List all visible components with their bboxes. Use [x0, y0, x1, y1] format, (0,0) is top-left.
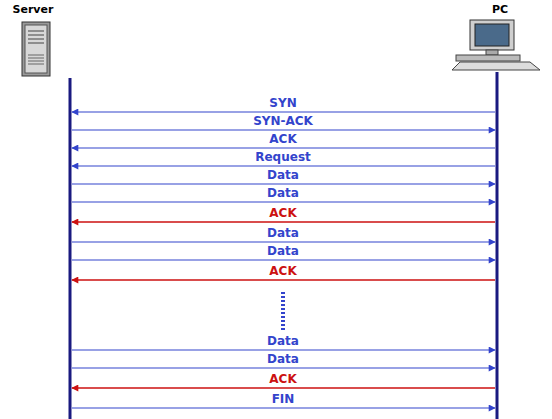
server-icon	[22, 22, 50, 76]
message-arrow	[72, 407, 495, 408]
message-arrow	[72, 241, 495, 242]
server-bay	[28, 35, 44, 36]
ack-label: ACK	[267, 207, 298, 220]
ellipsis-dots	[281, 292, 285, 332]
server-bay	[28, 39, 44, 40]
pc-base	[456, 55, 520, 61]
server-vent	[28, 55, 44, 56]
server-case	[22, 22, 50, 76]
ack-arrow	[72, 387, 495, 388]
message-label: FIN	[270, 393, 297, 406]
host-name: Server	[11, 3, 56, 16]
message-arrow	[72, 111, 495, 112]
message-arrow	[72, 183, 495, 184]
message-label: Request	[253, 151, 313, 164]
message-arrow	[72, 259, 495, 260]
message-label: Data	[265, 187, 301, 200]
pc-lifeline	[496, 72, 499, 419]
ack-label: ACK	[267, 265, 298, 278]
ack-arrow	[72, 279, 495, 280]
host-name: PC	[490, 3, 510, 16]
pc-stand	[486, 50, 498, 55]
server-vent	[28, 61, 44, 62]
message-label: Data	[265, 227, 301, 240]
message-arrow	[72, 349, 495, 350]
server-front	[25, 25, 47, 73]
message-label: Data	[265, 335, 301, 348]
pc-screen	[475, 24, 509, 46]
ack-label: ACK	[267, 373, 298, 386]
message-arrow	[72, 129, 495, 130]
message-arrow	[72, 367, 495, 368]
pc-icon	[452, 20, 540, 70]
message-label: ACK	[267, 133, 298, 146]
pc-keyboard	[452, 62, 540, 70]
pc-monitor	[470, 20, 514, 50]
message-label: SYN-ACK	[251, 115, 315, 128]
server-lifeline	[69, 78, 72, 419]
ack-arrow	[72, 221, 495, 222]
server-vent	[28, 64, 44, 65]
message-label: Data	[265, 353, 301, 366]
server-vent	[28, 58, 44, 59]
message-label: SYN	[267, 97, 298, 110]
server-bay	[28, 43, 44, 44]
message-arrow	[72, 201, 495, 202]
message-arrow	[72, 147, 495, 148]
message-label: Data	[265, 169, 301, 182]
message-arrow	[72, 165, 495, 166]
message-label: Data	[265, 245, 301, 258]
server-bay	[28, 31, 44, 32]
